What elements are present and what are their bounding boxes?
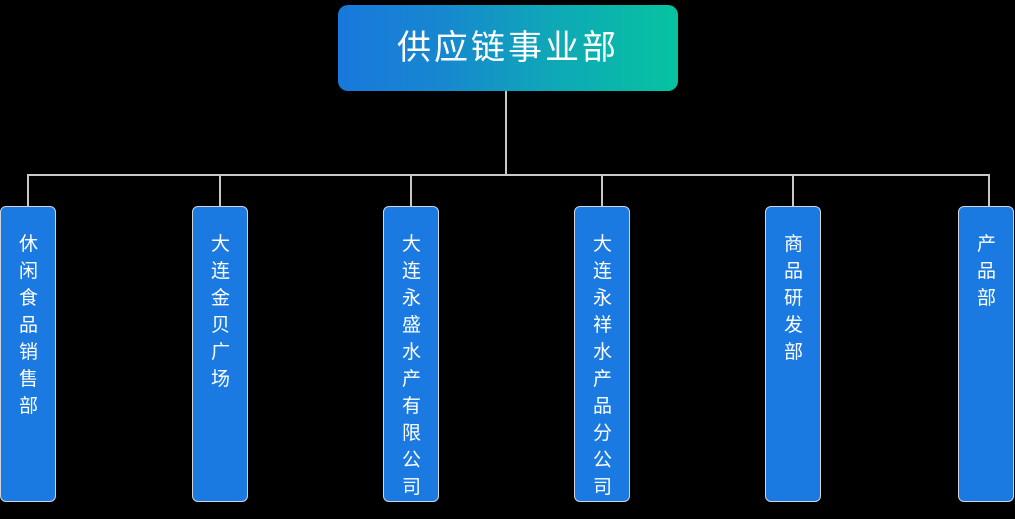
org-node-child-2-label: 大连金贝广场 bbox=[211, 234, 231, 390]
org-node-child-3[interactable]: 大连永盛水产有限公司 bbox=[383, 206, 439, 502]
connector-drop-3 bbox=[410, 175, 412, 206]
org-node-child-3-label: 大连永盛水产有限公司 bbox=[402, 234, 422, 498]
connector-trunk-vertical bbox=[505, 91, 507, 175]
org-node-child-5-label: 商品研发部 bbox=[784, 234, 804, 363]
connector-drop-6 bbox=[988, 175, 990, 206]
org-node-child-6[interactable]: 产品部 bbox=[958, 206, 1014, 502]
org-node-root[interactable]: 供应链事业部 bbox=[338, 5, 678, 91]
connector-drop-2 bbox=[219, 175, 221, 206]
org-node-child-1[interactable]: 休闲食品销售部 bbox=[0, 206, 56, 502]
org-node-child-4[interactable]: 大连永祥水产品分公司 bbox=[574, 206, 630, 502]
org-node-child-2[interactable]: 大连金贝广场 bbox=[192, 206, 248, 502]
org-node-child-6-label: 产品部 bbox=[977, 234, 997, 309]
org-node-child-5[interactable]: 商品研发部 bbox=[765, 206, 821, 502]
org-node-child-4-label: 大连永祥水产品分公司 bbox=[593, 234, 613, 498]
org-node-root-label: 供应链事业部 bbox=[397, 29, 619, 67]
connector-drop-1 bbox=[27, 175, 29, 206]
connector-drop-4 bbox=[601, 175, 603, 206]
org-node-child-1-label: 休闲食品销售部 bbox=[19, 234, 39, 417]
connector-drop-5 bbox=[792, 175, 794, 206]
connector-horizontal-bus bbox=[27, 174, 990, 176]
